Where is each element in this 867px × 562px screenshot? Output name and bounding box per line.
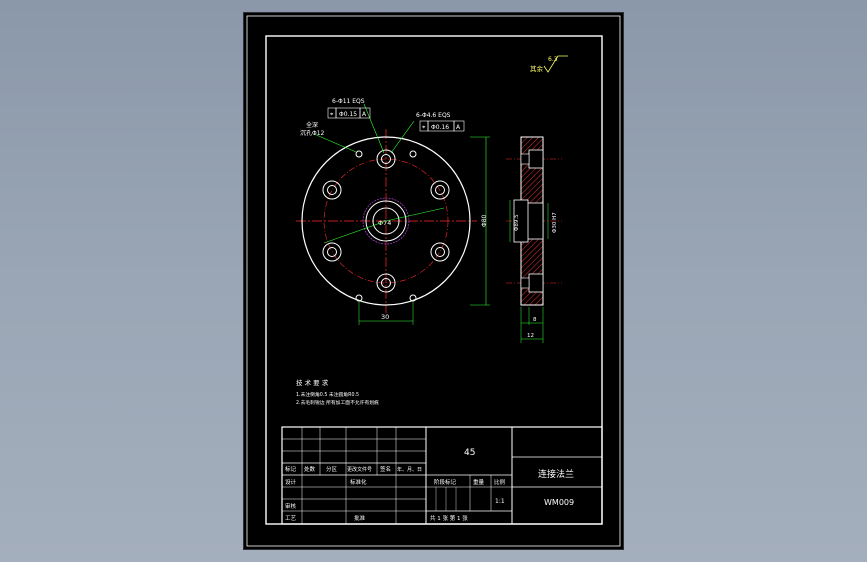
row-label-5: 年、月、日	[397, 466, 422, 473]
material: 45	[464, 448, 475, 458]
outer-dia-dim: Φ80	[481, 214, 488, 227]
svg-text:⌖: ⌖	[330, 111, 334, 118]
bolt-hole-top	[376, 149, 396, 169]
roughness-value: 6.3	[548, 56, 558, 63]
pin-hole-top-right	[409, 150, 417, 158]
counterbore-dia: 沉孔Φ12	[300, 129, 325, 137]
notes-line1: 1.未注倒角0.5 未注圆角R0.5	[296, 391, 359, 398]
bolt-hole-upper-right	[430, 180, 450, 200]
scale-value: 1:1	[495, 498, 505, 505]
notes-title: 技 术 要 求	[296, 378, 329, 387]
bore-chamfer	[362, 197, 410, 245]
bolt-hole-upper-left	[322, 180, 342, 200]
title-block	[281, 426, 603, 525]
sheet-border	[246, 15, 621, 547]
bolt-hole-lower-right	[430, 242, 450, 262]
bolt-pitch-circle	[323, 158, 449, 284]
holes6-tolerance: Φ0.15	[339, 111, 357, 118]
weight-label: 重量	[473, 478, 485, 486]
row-label-1: 处数	[304, 465, 316, 473]
drawing-number: WM009	[544, 498, 574, 507]
side-dim1: Φ89.5	[514, 214, 520, 231]
bore-outer	[365, 200, 407, 242]
svg-text:⌖: ⌖	[422, 124, 426, 131]
holes4-tolerance: Φ0.16	[431, 124, 449, 131]
approve-label: 批准	[354, 514, 366, 522]
bottom-dim: 30	[381, 313, 389, 321]
process-label: 工艺	[285, 515, 297, 522]
roughness-label: 其余	[530, 64, 544, 73]
notes-line2: 2.去毛刺锐边 所有加工面不允许有划痕	[296, 399, 379, 406]
holes6-datum: A	[362, 111, 367, 118]
cad-drawing: 其余 6.3 Φ74	[246, 15, 621, 547]
flange-outer-circle	[301, 136, 471, 306]
row-label-0: 标记	[285, 465, 297, 473]
technical-notes: 技 术 要 求 1.未注倒角0.5 未注圆角R0.5 2.去毛刺锐边 所有加工面…	[296, 378, 379, 406]
stage-label: 阶段标记	[434, 478, 457, 486]
bolt-hole-lower-left	[322, 242, 342, 262]
roughness-symbol: 其余 6.3	[530, 55, 568, 73]
row-label-3: 更改文件号	[347, 466, 372, 473]
front-view: Φ74 6-Φ11 EQS ⌖	[296, 98, 490, 325]
scale-label: 比例	[494, 478, 506, 486]
bolt-hole-bottom	[376, 273, 396, 293]
row-label-2: 分区	[326, 465, 338, 473]
title-block-text: 45 连接法兰 WM009 阶段标记 重量 比例 1:1 共 1 张 第 1 张…	[285, 448, 574, 522]
sheets-info: 共 1 张 第 1 张	[430, 514, 468, 522]
standard-label: 标准化	[350, 478, 367, 486]
holes6-tolerance-frame: ⌖ Φ0.15 A	[327, 107, 371, 119]
holes6-label: 6-Φ11 EQS	[332, 98, 365, 105]
bore-inner	[372, 207, 400, 235]
holes4-label: 6-Φ4.6 EQS	[416, 112, 451, 119]
design-label: 设计	[285, 478, 297, 486]
side-dim2: Φ30 H7	[552, 212, 558, 233]
part-name: 连接法兰	[538, 468, 574, 480]
holes4-tolerance-frame: ⌖ Φ0.16 A	[419, 120, 465, 132]
counterbore-label: 全深	[306, 121, 318, 129]
check-label: 审核	[285, 502, 297, 510]
side-section-view: Φ89.5 Φ30 H7 8 12	[506, 136, 562, 343]
holes4-datum: A	[456, 124, 461, 131]
side-thk1: 8	[533, 317, 537, 323]
center-hole-label: Φ74	[378, 219, 391, 227]
side-thk2: 12	[527, 333, 534, 339]
drawing-sheet: 其余 6.3 Φ74	[244, 13, 623, 549]
pin-hole-top-left	[355, 150, 363, 158]
row-label-4: 签名	[380, 465, 391, 473]
